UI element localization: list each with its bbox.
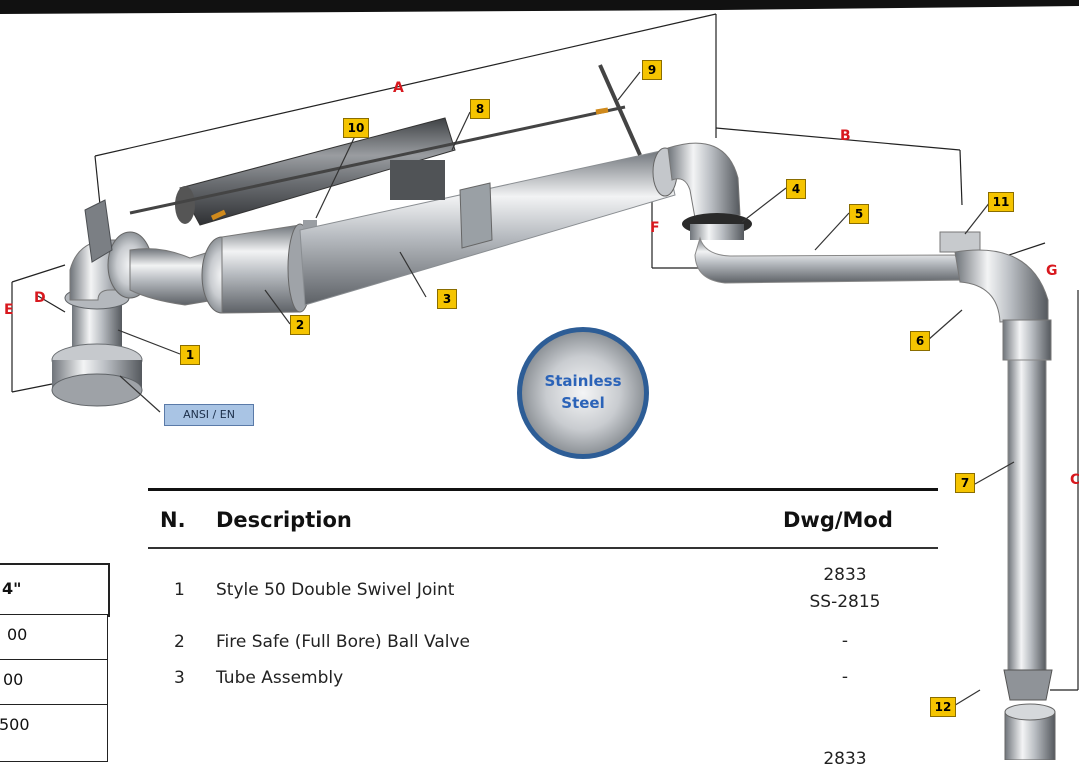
callout-11: 11 bbox=[988, 192, 1014, 212]
table-top-rule bbox=[148, 488, 938, 491]
row-dwg-line-1: - bbox=[841, 631, 849, 651]
drop-pipe bbox=[1002, 319, 1056, 760]
callout-7: 7 bbox=[955, 473, 975, 493]
callout-3: 3 bbox=[437, 289, 457, 309]
left-table-header: 4" bbox=[2, 579, 22, 598]
row-number: 3 bbox=[174, 668, 185, 688]
row-description: Style 50 Double Swivel Joint bbox=[216, 580, 455, 600]
left-table-value: 500 bbox=[0, 715, 30, 734]
row-dwg-line-1: - bbox=[841, 667, 849, 687]
left-table-value: 00 bbox=[3, 670, 24, 689]
dimension-label-d: D bbox=[34, 290, 46, 306]
column-header-dwg: Dwg/Mod bbox=[783, 508, 893, 532]
row-description: Fire Safe (Full Bore) Ball Valve bbox=[216, 632, 470, 652]
top-elbow-swivel bbox=[667, 142, 752, 240]
callout-9: 9 bbox=[642, 60, 662, 80]
stainless-steel-badge bbox=[517, 327, 649, 459]
dimension-label-b: B bbox=[840, 128, 851, 144]
badge-line-1: Stainless bbox=[544, 372, 622, 390]
row-dwg-line-1: 2833 bbox=[823, 565, 867, 585]
callout-10: 10 bbox=[343, 118, 369, 138]
table-header-rule bbox=[148, 547, 938, 549]
ball-valve bbox=[201, 220, 317, 314]
left-table-cell: 00 bbox=[0, 614, 108, 660]
row-dwg-line-2: SS-2815 bbox=[809, 592, 881, 612]
row-number: 1 bbox=[174, 580, 185, 600]
dimension-lines bbox=[11, 13, 1079, 691]
dimension-label-g: G bbox=[1046, 263, 1058, 279]
row-dwg: - bbox=[785, 664, 905, 691]
callout-5: 5 bbox=[849, 204, 869, 224]
balance-rod bbox=[129, 64, 642, 221]
dimension-label-c: C bbox=[1070, 472, 1079, 488]
top-frame-band bbox=[0, 0, 1079, 14]
callout-leaders bbox=[117, 71, 1015, 708]
dimension-label-e: E bbox=[4, 302, 14, 318]
left-table-header-cell: 4" bbox=[0, 563, 110, 617]
row-dwg: 2833 SS-2815 bbox=[785, 562, 905, 616]
callout-1: 1 bbox=[180, 345, 200, 365]
inner-arm-tube bbox=[299, 147, 678, 306]
flange-standard-label: ANSI / EN bbox=[164, 404, 254, 426]
left-table-value: 00 bbox=[7, 625, 28, 644]
callout-2: 2 bbox=[290, 315, 310, 335]
outer-arm-tube bbox=[694, 231, 1049, 323]
column-header-number: N. bbox=[160, 508, 186, 532]
base-swivel-joint bbox=[51, 199, 153, 407]
left-table-cell: 00 bbox=[0, 659, 108, 705]
callout-8: 8 bbox=[470, 99, 490, 119]
column-header-description: Description bbox=[216, 508, 352, 532]
callout-6: 6 bbox=[910, 331, 930, 351]
row-number: 2 bbox=[174, 632, 185, 652]
dimension-label-a: A bbox=[393, 80, 404, 96]
row-description: Tube Assembly bbox=[216, 668, 344, 688]
left-table-cell: 500 bbox=[0, 704, 108, 762]
badge-line-2: Steel bbox=[561, 394, 605, 412]
dimension-label-f: F bbox=[650, 220, 660, 236]
row-dwg: - bbox=[785, 628, 905, 655]
callout-12: 12 bbox=[930, 697, 956, 717]
callout-4: 4 bbox=[786, 179, 806, 199]
badge-text: Stainless Steel bbox=[528, 370, 638, 414]
